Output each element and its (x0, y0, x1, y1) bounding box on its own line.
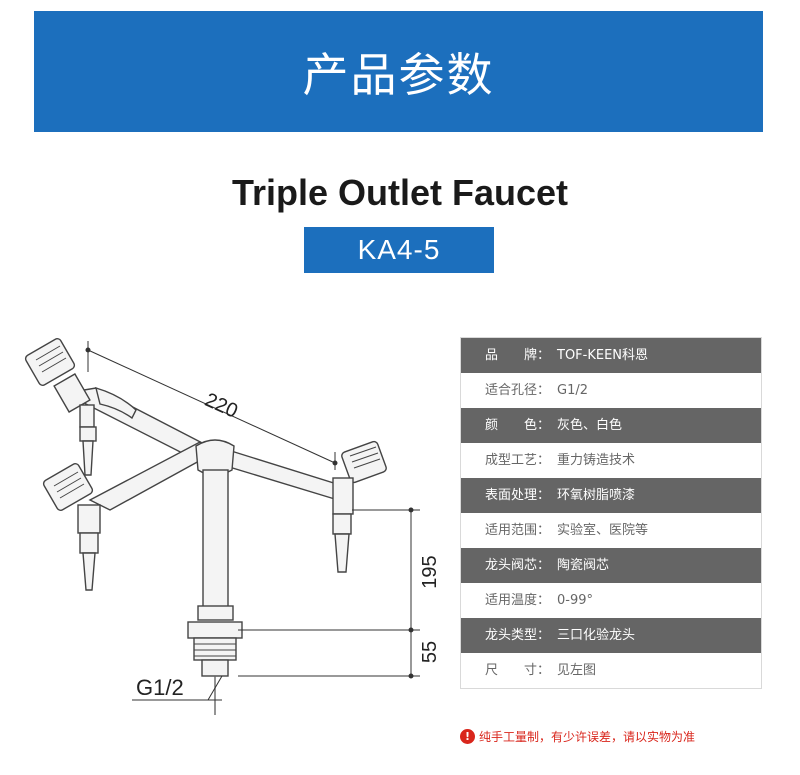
spec-label: 适用温度： (485, 593, 551, 608)
disclaimer-text: 纯手工量制，有少许误差，请以实物为准 (479, 730, 696, 744)
spec-label: 表面处理： (485, 488, 551, 503)
spec-row: 尺 寸： 见左图 (461, 653, 761, 688)
spec-value: G1/2 (557, 383, 588, 398)
spec-table: 品 牌： TOF-KEEN科恩适合孔径： G1/2 颜 色： 灰色、白色成型工艺： 重力铸… (460, 337, 762, 689)
spec-row: 表面处理： 环氧树脂喷漆 (461, 478, 761, 513)
spec-label: 龙头类型： (485, 628, 551, 643)
spec-value: 三口化验龙头 (557, 628, 636, 643)
warning-icon: ! (460, 729, 475, 744)
faucet-drawing-svg: 220 (24, 338, 441, 715)
product-title: Triple Outlet Faucet (231, 172, 569, 213)
span-dimension (85, 341, 338, 470)
outlet-upper-left (24, 338, 97, 476)
outlet-right (332, 440, 387, 573)
spec-label: 适用范围： (485, 523, 551, 538)
spec-value: 实验室、医院等 (557, 523, 649, 538)
spec-row: 适用温度： 0-99° (461, 583, 761, 618)
spec-row: 适用范围： 实验室、医院等 (461, 513, 761, 548)
faucet-body (70, 386, 341, 621)
spec-value: TOF-KEEN科恩 (557, 348, 649, 363)
spec-label: 尺 寸： (485, 663, 551, 678)
header-banner: 产品参数 (34, 11, 763, 132)
spec-value: 重力铸造技术 (557, 453, 636, 468)
base-fitting (187, 621, 243, 715)
height-upper-label: 195 (419, 555, 441, 588)
faucet-technical-drawing: 220 (0, 320, 460, 720)
spec-label: 品 牌： (485, 348, 551, 363)
outlet-lower-left (42, 463, 101, 591)
spec-value: 见左图 (557, 663, 597, 678)
spec-row: 成型工艺： 重力铸造技术 (461, 443, 761, 478)
spec-value: 0-99° (557, 593, 594, 608)
height-dimensions (238, 507, 420, 679)
spec-row: 适合孔径： G1/2 (461, 373, 761, 408)
spec-row: 龙头阀芯： 陶瓷阀芯 (461, 548, 761, 583)
thread-callout (132, 675, 223, 701)
spec-label: 适合孔径： (485, 383, 551, 398)
spec-row: 龙头类型： 三口化验龙头 (461, 618, 761, 653)
spec-row: 品 牌： TOF-KEEN科恩 (461, 338, 761, 373)
spec-value: 灰色、白色 (557, 418, 623, 433)
height-lower-label: 55 (419, 641, 441, 663)
spec-value: 陶瓷阀芯 (557, 558, 610, 573)
spec-label: 成型工艺： (485, 453, 551, 468)
model-badge: KA4-5 (304, 227, 494, 273)
spec-value: 环氧树脂喷漆 (557, 488, 636, 503)
banner-title: 产品参数 (302, 47, 495, 102)
disclaimer-note: ! 纯手工量制，有少许误差，请以实物为准 (460, 728, 770, 745)
spec-row: 颜 色： 灰色、白色 (461, 408, 761, 443)
spec-label: 颜 色： (485, 418, 551, 433)
spec-label: 龙头阀芯： (485, 558, 551, 573)
thread-label: G1/2 (136, 675, 184, 700)
